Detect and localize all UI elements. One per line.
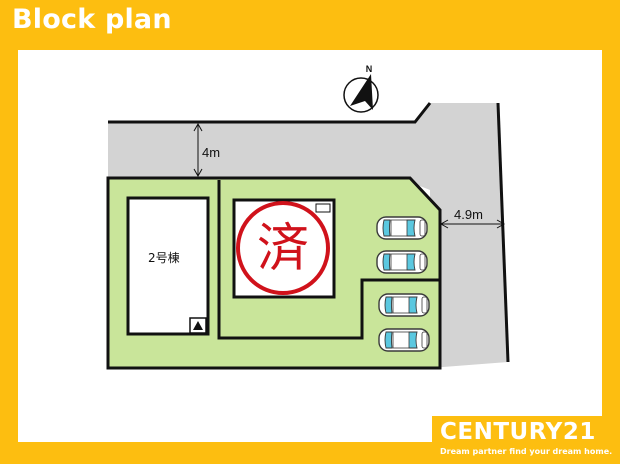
road-edge-top [108,102,432,124]
century21-logo: CENTURY21 Dream partner find your dream … [432,416,620,464]
car-icon [376,216,428,240]
north-compass-icon [343,74,379,113]
page-title: Block plan [12,4,172,35]
brand-name: CENTURY21 [440,419,596,445]
north-label: N [366,64,373,74]
side-road-width-label: 4.9m [454,207,483,222]
car-icon [378,328,430,352]
title-banner: Block plan [0,0,186,42]
entrance-marker-icon [193,321,203,330]
road-area [108,103,508,368]
car-icon [378,293,430,317]
lot-divider [217,180,440,340]
sold-building-door [315,203,331,213]
car-icon [376,250,428,274]
road-width-label: 4m [202,145,220,160]
brand-tagline: Dream partner find your dream home. [440,447,613,456]
sold-stamp-label: 済 [257,219,309,279]
building-2-label: 2号棟 [148,250,180,265]
building-2 [126,196,210,336]
sold-stamp-circle [236,201,330,295]
road-edge-right [496,102,510,363]
